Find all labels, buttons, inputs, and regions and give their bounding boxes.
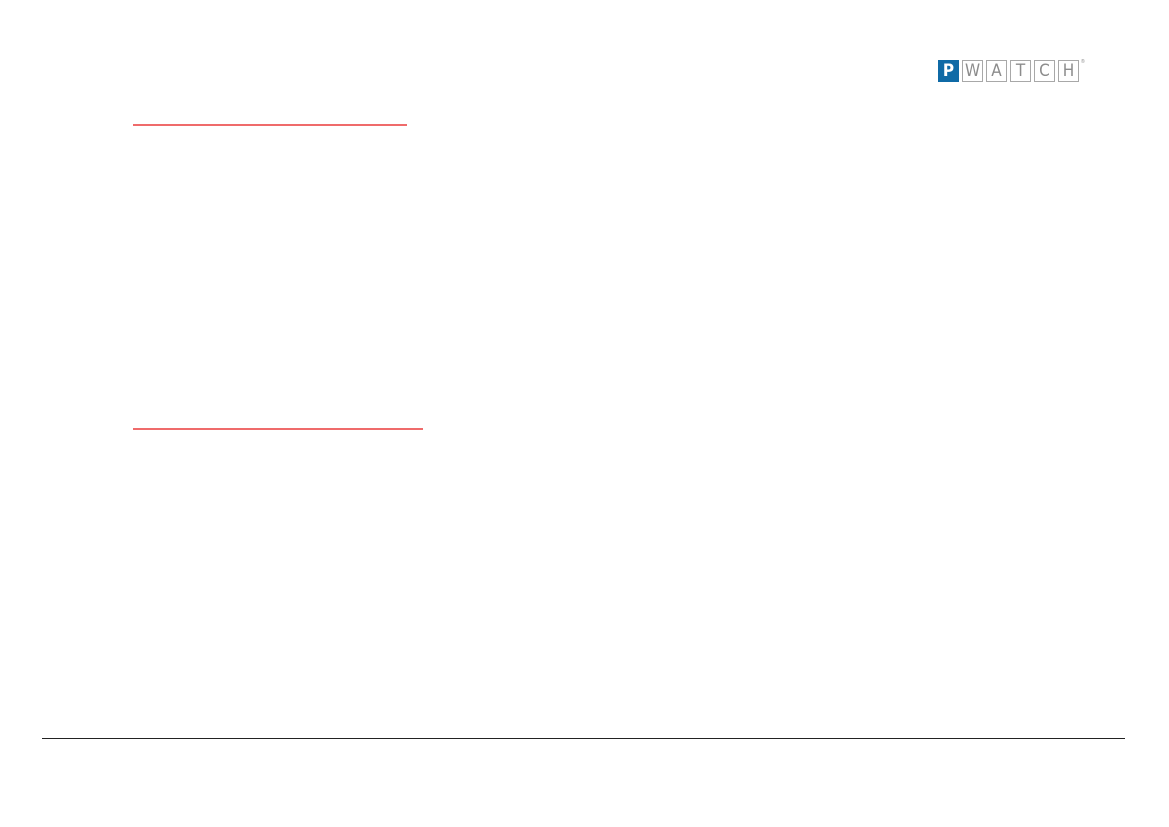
- logo-letter-c: C: [1034, 60, 1055, 82]
- registered-mark: ®: [1081, 59, 1085, 65]
- logo-letter-w: W: [962, 60, 983, 82]
- section-heading-underline-2: [133, 428, 423, 430]
- logo-letter-h: H: [1058, 60, 1079, 82]
- pwatch-logo: P W A T C H ®: [938, 60, 1085, 84]
- logo-letter-t: T: [1010, 60, 1031, 82]
- logo-letter-a: A: [986, 60, 1007, 82]
- footer-divider: [42, 738, 1125, 739]
- section-heading-underline-1: [133, 124, 407, 126]
- logo-letter-p: P: [938, 60, 959, 82]
